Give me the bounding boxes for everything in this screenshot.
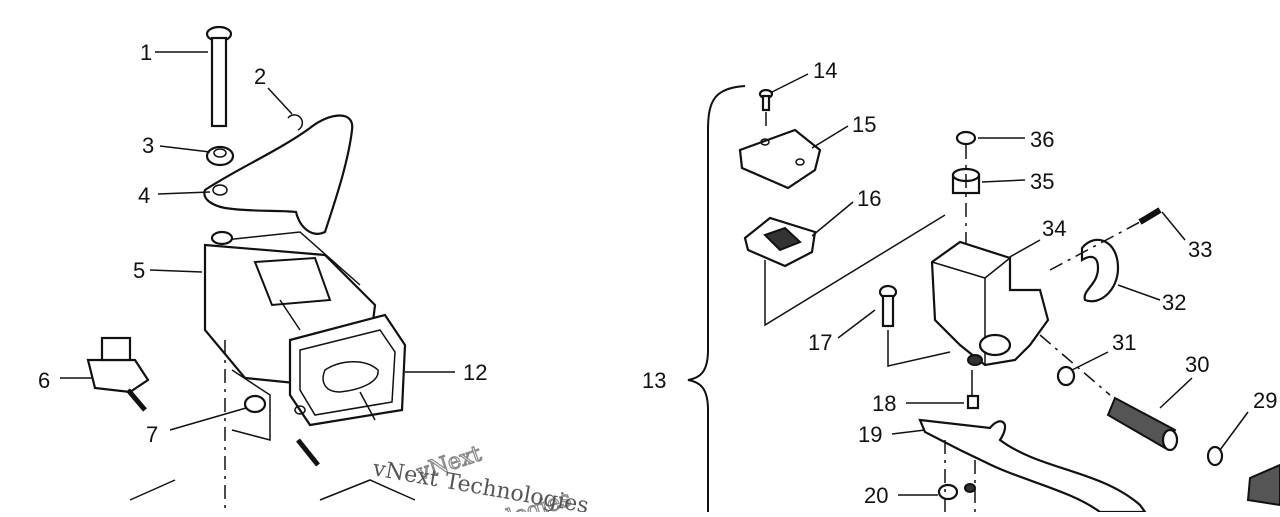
part-block-6: [86, 336, 150, 412]
callout-18: 18: [872, 391, 896, 416]
leader-33: [1161, 211, 1186, 241]
guide-30: [1039, 334, 1111, 396]
part-spring-20: [937, 483, 976, 501]
callout-14: 14: [813, 58, 837, 83]
callout-30: 30: [1185, 352, 1209, 377]
part-screw-33: [1138, 207, 1162, 225]
callout-34: 34: [1042, 216, 1066, 241]
part-washer-31: [1056, 365, 1076, 387]
callout-3: 3: [142, 133, 154, 158]
part-washer-29: [1206, 445, 1224, 467]
callout-6: 6: [38, 368, 50, 393]
part-lever-4: [203, 114, 354, 235]
leader-32: [1117, 284, 1161, 301]
bracket-line-bottom: [129, 479, 176, 501]
part-master-cylinder-34: [930, 240, 1050, 367]
leader-7: [169, 407, 247, 431]
part-clamp-32: [1080, 238, 1120, 303]
leader-31: [1071, 351, 1109, 371]
leader-15: [811, 125, 849, 149]
leader-16: [811, 201, 854, 237]
part-diaphragm-16: [743, 216, 817, 268]
leader-14: [771, 73, 809, 93]
leader-19: [891, 429, 926, 435]
lever-hole: [212, 184, 228, 196]
leader-4: [157, 191, 211, 195]
callout-33: 33: [1188, 237, 1212, 262]
part-bolt-17: [878, 284, 898, 328]
leader-3: [159, 145, 211, 153]
guide-17: [887, 330, 951, 367]
callout-19: 19: [858, 422, 882, 447]
part-washer-36: [955, 130, 977, 146]
part-cover-12: [288, 313, 407, 427]
part-cap-15: [738, 128, 822, 190]
leader-29: [1219, 411, 1249, 451]
leader-2: [267, 87, 293, 115]
part-washer-7: [243, 394, 267, 414]
bracket-outline: [231, 369, 271, 441]
guide-16: [764, 214, 946, 327]
callout-31: 31: [1112, 330, 1136, 355]
callout-13: 13: [642, 368, 666, 393]
callout-17: 17: [808, 330, 832, 355]
callout-5: 5: [133, 258, 145, 283]
callout-32: 32: [1162, 290, 1186, 315]
part-clip-2: [287, 114, 304, 131]
callout-16: 16: [857, 186, 881, 211]
callout-2: 2: [254, 64, 266, 89]
part-spring-29: [1246, 463, 1280, 507]
leader-30: [1159, 377, 1193, 409]
callout-4: 4: [138, 183, 150, 208]
part-screw-14: [758, 88, 774, 112]
leader-35: [981, 179, 1026, 183]
leader-17: [837, 309, 876, 339]
part-screw-bottom: [296, 438, 320, 467]
part-nut-3: [205, 145, 235, 167]
callout-12: 12: [463, 360, 487, 385]
callout-15: 15: [852, 112, 876, 137]
callout-29: 29: [1253, 388, 1277, 413]
part-spring-30: [1106, 396, 1179, 452]
guide-33: [1049, 221, 1141, 271]
callout-35: 35: [1030, 169, 1054, 194]
callout-20: 20: [864, 483, 888, 508]
brace-13: [687, 85, 746, 512]
leader-5: [149, 269, 203, 273]
part-lever-19: [918, 418, 1148, 514]
bracket-line-bottom2: [319, 479, 416, 501]
part-bolt-1: [205, 25, 233, 128]
callout-7: 7: [146, 422, 158, 447]
leader-34: [1007, 239, 1041, 259]
callout-36: 36: [1030, 127, 1054, 152]
callout-1: 1: [140, 40, 152, 65]
part-pin-18: [966, 394, 980, 410]
